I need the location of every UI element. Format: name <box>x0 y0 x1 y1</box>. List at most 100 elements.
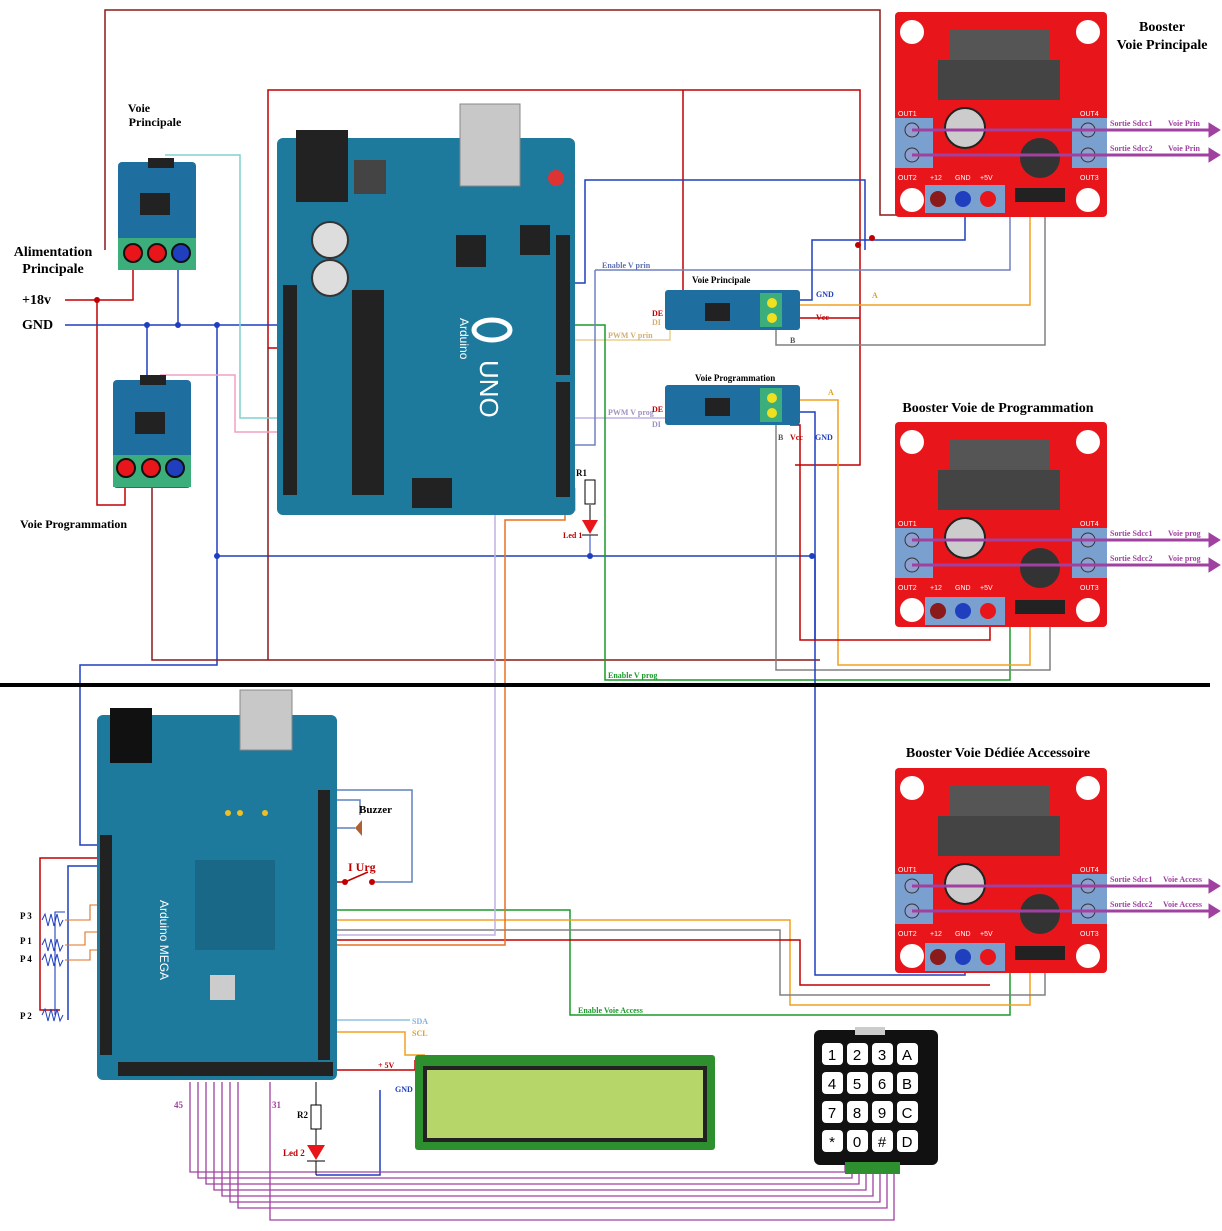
booster2-title: Booster Voie de Programmation <box>902 401 1093 416</box>
di-label-1: DI <box>652 318 661 327</box>
keypad-key-label: A <box>902 1047 912 1064</box>
keypad-key[interactable] <box>872 1072 893 1094</box>
keypad-key[interactable] <box>897 1072 918 1094</box>
wire-11 <box>565 324 1011 681</box>
wire-pot-blue <box>67 865 105 1020</box>
enable-vprog-label: Enable V prog <box>608 671 657 680</box>
wire-18v-down <box>96 300 126 506</box>
current-sensor-top <box>118 158 196 270</box>
wire-lcd-gnd <box>316 1090 381 1176</box>
wire-b3-green <box>325 909 1011 1016</box>
booster-accessoire <box>895 768 1107 973</box>
rs485-top-label: Voie Principale <box>692 275 750 285</box>
keypad-key-label: 4 <box>828 1076 836 1093</box>
keypad-key-label: 2 <box>853 1047 861 1064</box>
wire-sensor-red <box>151 478 820 661</box>
vcc-label-1: Vcc <box>816 313 829 322</box>
b3-out4: OUT4 <box>1080 867 1099 874</box>
keypad-key-label: 7 <box>828 1105 836 1122</box>
rs485-programmation <box>665 385 800 425</box>
p4-label: P 4 <box>20 954 32 964</box>
b3-out2: OUT2 <box>898 931 917 938</box>
keypad-key[interactable] <box>822 1130 843 1152</box>
iurg-label: I Urg <box>348 860 376 874</box>
vcc-label-2: Vcc <box>790 433 803 442</box>
wire-b-prin <box>775 215 1046 346</box>
output-arrows <box>912 122 1221 919</box>
enable-vaccess-label: Enable Voie Access <box>578 1006 643 1015</box>
rs485-bottom-label: Voie Programmation <box>695 373 775 383</box>
wire-b-prog <box>775 418 1051 671</box>
wire-b3-red <box>325 939 990 986</box>
r2-led2 <box>307 1082 325 1175</box>
pwm-vprog-label: PWM V prog <box>608 408 654 417</box>
uno-brand-text: Arduino <box>457 318 471 360</box>
current-sensor-bottom <box>113 375 191 488</box>
wire-scl <box>325 1031 425 1056</box>
sensor-top-label: Voie <box>128 101 151 115</box>
keypad-key[interactable] <box>847 1101 868 1123</box>
b1-gnd: GND <box>955 175 971 182</box>
di-label-2: DI <box>652 420 661 429</box>
b2-out1: OUT1 <box>898 521 917 528</box>
b2-p12: +12 <box>930 585 942 592</box>
wire-a-prog <box>790 399 1031 666</box>
wire-gnd-long <box>217 555 816 640</box>
de-label-1: DE <box>652 309 663 318</box>
a-label-2: A <box>828 388 834 397</box>
wire-buzzer-3 <box>330 789 413 883</box>
keypad-key[interactable] <box>897 1043 918 1065</box>
buzzer-symbol <box>342 820 375 885</box>
b1-sortie1: Sortie Sdcc1 <box>1110 119 1152 128</box>
pot-wires-blue <box>54 911 65 1015</box>
wire-lcd-5v <box>325 1060 416 1071</box>
keypad-key[interactable] <box>872 1130 893 1152</box>
keypad-key[interactable] <box>847 1130 868 1152</box>
keypad-key[interactable] <box>847 1072 868 1094</box>
b1-p12: +12 <box>930 175 942 182</box>
mega-brand-text: Arduino MEGA <box>157 900 171 980</box>
booster1-title: Booster <box>1139 20 1185 35</box>
keypad-key[interactable] <box>822 1072 843 1094</box>
b3-gnd: GND <box>955 931 971 938</box>
enable-vprin-label: Enable V prin <box>602 261 651 270</box>
keypad-key-label: 6 <box>878 1076 886 1093</box>
b3-voie1: Voie Access <box>1163 875 1202 884</box>
b2-sortie2: Sortie Sdcc2 <box>1110 554 1152 563</box>
keypad-key[interactable] <box>822 1043 843 1065</box>
potentiometers <box>41 912 64 1023</box>
wire-b3-gray <box>325 929 1046 996</box>
b1-p5v: +5V <box>980 175 993 182</box>
b2-out3: OUT3 <box>1080 585 1099 592</box>
wire-enable-prin2 <box>595 215 1011 271</box>
keypad-key-label: # <box>878 1134 887 1151</box>
wire-gnd-rs1 <box>800 215 966 301</box>
pwm-vprin-label: PWM V prin <box>608 331 653 340</box>
keypad-key-label: 8 <box>853 1105 861 1122</box>
b1-voie2: Voie Prin <box>1168 144 1200 153</box>
scl-label: SCL <box>412 1029 428 1038</box>
wire-5v-top <box>267 89 861 466</box>
keypad-key[interactable] <box>872 1043 893 1065</box>
booster-principale <box>895 12 1107 217</box>
keypad-key[interactable] <box>897 1101 918 1123</box>
wire-a0 <box>165 154 290 419</box>
uno-model-text: UNO <box>474 360 504 418</box>
b1-out2: OUT2 <box>898 175 917 182</box>
gnd-small-1: GND <box>816 290 834 299</box>
keypad-key[interactable] <box>872 1101 893 1123</box>
keypad-key[interactable] <box>897 1130 918 1152</box>
keypad-key-label: B <box>902 1076 912 1093</box>
buzzer-label: Buzzer <box>359 804 392 816</box>
p3-label: P 3 <box>20 911 32 921</box>
keypad-key[interactable] <box>822 1101 843 1123</box>
b3-sortie1: Sortie Sdcc1 <box>1110 875 1152 884</box>
wire-b3-orange <box>325 919 1031 1006</box>
wire-a-prin <box>780 215 1031 306</box>
keypad-key-label: 9 <box>878 1105 886 1122</box>
booster1-title2: Voie Principale <box>1117 38 1208 53</box>
r1-led1 <box>582 479 598 556</box>
keypad-key[interactable] <box>847 1043 868 1065</box>
